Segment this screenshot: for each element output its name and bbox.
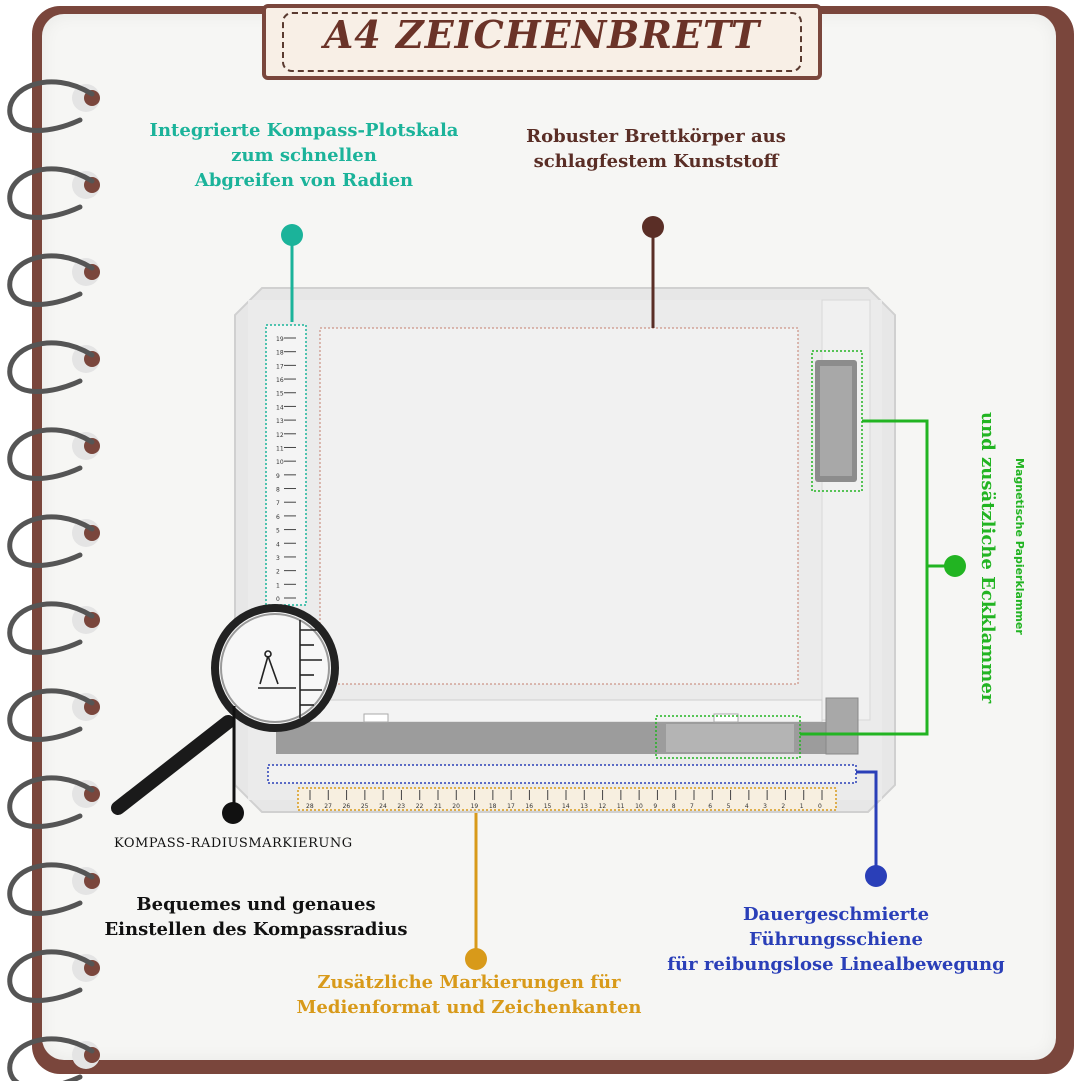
horizontal-ruler-label: 14 (562, 803, 570, 810)
horizontal-ruler-label: 24 (379, 803, 387, 810)
horizontal-ruler-label: 9 (653, 803, 657, 810)
horizontal-ruler-label: 22 (416, 803, 424, 810)
horizontal-ruler-label: 23 (397, 803, 405, 810)
horizontal-ruler-label: 27 (324, 803, 332, 810)
spiral-ring (7, 862, 95, 916)
vertical-ruler-label: 4 (276, 541, 280, 548)
horizontal-ruler-label: 0 (818, 803, 822, 810)
horizontal-ruler-label: 28 (306, 803, 314, 810)
spiral-ring (7, 775, 95, 829)
horizontal-ruler-label: 10 (635, 803, 643, 810)
horizontal-ruler-label: 26 (343, 803, 351, 810)
horizontal-scale (297, 787, 837, 811)
label-compass-setting: Bequemes und genaues Einstellen des Komp… (104, 894, 408, 940)
vertical-ruler-label: 19 (276, 336, 284, 343)
page-title: A4 ZEICHENBRETT (323, 12, 761, 57)
vertical-ruler-label: 10 (276, 459, 284, 466)
horizontal-ruler-label: 8 (672, 803, 676, 810)
spiral-binding (7, 79, 100, 1081)
label-magnetic-clamp: Magnetische Papierklammer (1013, 458, 1026, 635)
magnifier-handle (111, 715, 235, 815)
vertical-ruler-label: 0 (276, 596, 280, 603)
spiral-ring (7, 1036, 95, 1081)
horizontal-ruler-label: 16 (525, 803, 533, 810)
label-board-body: Robuster Brettkörper aus schlagfestem Ku… (526, 126, 786, 172)
spiral-ring (7, 601, 95, 655)
paper-area (319, 327, 799, 685)
label-corner-clamp: und zusätzliche Eckklammer (977, 412, 998, 704)
horizontal-ruler-label: 17 (507, 803, 515, 810)
horizontal-ruler-label: 1 (800, 803, 804, 810)
magnifier-lens (211, 604, 339, 732)
horizontal-ruler-label: 7 (690, 803, 694, 810)
ruler-end-block (825, 697, 859, 755)
spiral-ring (7, 253, 95, 307)
horizontal-ruler-label: 12 (599, 803, 607, 810)
spiral-ring (7, 688, 95, 742)
label-compass-scale: Integrierte Kompass-Plotskala zum schnel… (149, 120, 459, 191)
label-guide-rail: Dauergeschmierte Führungsschiene für rei… (667, 904, 1005, 975)
vertical-ruler-label: 2 (276, 569, 280, 576)
spiral-ring (7, 79, 95, 133)
vertical-ruler-label: 11 (276, 445, 284, 452)
vertical-ruler-label: 9 (276, 473, 280, 480)
vertical-ruler-label: 1 (276, 582, 280, 589)
vertical-ruler-label: 12 (276, 432, 284, 439)
spiral-ring (7, 949, 95, 1003)
spiral-ring (7, 427, 95, 481)
label-extra-markings: Zusätzliche Markierungen für Medienforma… (296, 972, 642, 1018)
spiral-ring (7, 340, 95, 394)
horizontal-ruler-label: 21 (434, 803, 442, 810)
spiral-ring (7, 514, 95, 568)
horizontal-ruler-label: 25 (361, 803, 369, 810)
vertical-ruler-label: 18 (276, 350, 284, 357)
vertical-scale (265, 324, 307, 606)
title-banner (262, 4, 822, 80)
horizontal-ruler-label: 2 (781, 803, 785, 810)
vertical-ruler-label: 14 (276, 404, 284, 411)
horizontal-ruler-label: 3 (763, 803, 767, 810)
magnetic-clamp-bottom (666, 724, 794, 752)
horizontal-ruler-label: 11 (617, 803, 625, 810)
vertical-ruler-label: 13 (276, 418, 284, 425)
horizontal-ruler-label: 15 (544, 803, 552, 810)
horizontal-ruler-label: 19 (471, 803, 479, 810)
horizontal-ruler-label: 4 (745, 803, 749, 810)
guide-rail (267, 764, 857, 784)
vertical-ruler-label: 8 (276, 487, 280, 494)
spiral-ring (7, 166, 95, 220)
vertical-ruler-label: 3 (276, 555, 280, 562)
vertical-ruler-label: 17 (276, 363, 284, 370)
vertical-ruler-label: 5 (276, 528, 280, 535)
horizontal-ruler-label: 20 (452, 803, 460, 810)
horizontal-ruler-label: 5 (727, 803, 731, 810)
vertical-ruler-label: 6 (276, 514, 280, 521)
horizontal-ruler-label: 6 (708, 803, 712, 810)
horizontal-ruler-label: 18 (489, 803, 497, 810)
vertical-ruler-label: 16 (276, 377, 284, 384)
horizontal-ruler-label: 13 (580, 803, 588, 810)
vertical-ruler-label: 15 (276, 391, 284, 398)
label-compass-radius-mark: KOMPASS-RADIUSMARKIERUNG (114, 836, 353, 851)
vertical-ruler-label: 7 (276, 500, 280, 507)
magnetic-clamp-top-grip (820, 366, 852, 476)
title-dashed-frame (282, 12, 802, 72)
